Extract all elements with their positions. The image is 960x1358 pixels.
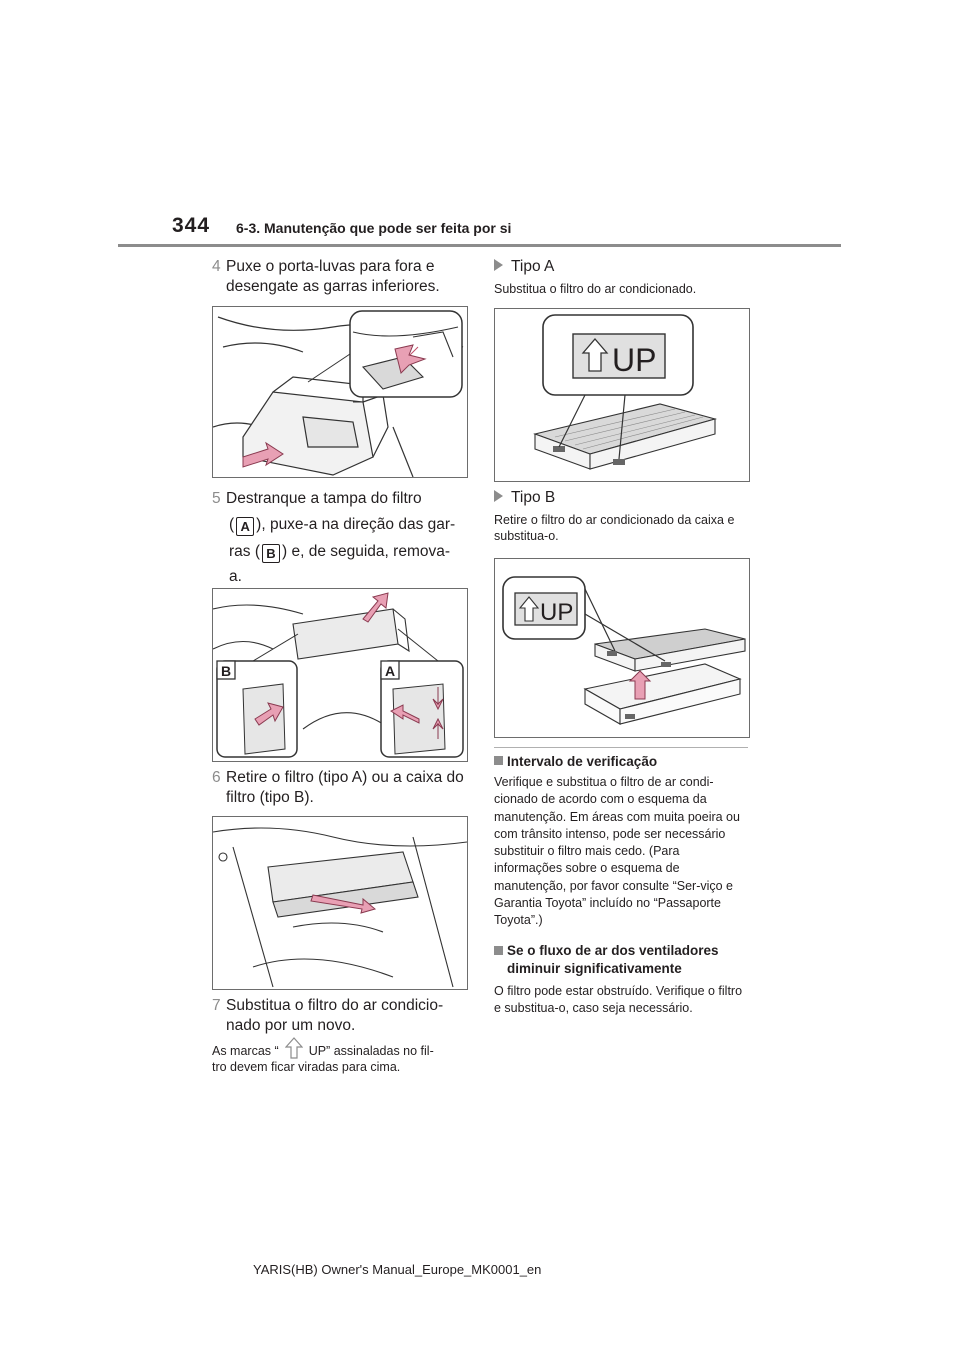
type-b-text: Retire o filtro do ar condicionado da ca… [494, 513, 735, 543]
figure-label-a: A [385, 663, 395, 679]
up-label-b: UP [540, 599, 573, 626]
figure-filter-cover: B A [212, 588, 468, 762]
type-a-heading: Tipo A [494, 257, 554, 277]
triangle-bullet-icon [494, 490, 503, 502]
step-4-text: Puxe o porta-luvas para fora e desengate… [226, 258, 440, 295]
type-a-text: Substitua o filtro do ar condicionado. [494, 282, 697, 296]
header-divider [118, 244, 841, 247]
step-6: 6 Retire o filtro (tipo A) ou a caixa do … [212, 768, 474, 808]
up-mark-note-end: UP” assinaladas no fil- [308, 1044, 434, 1058]
up-mark-note-start: As marcas “ [212, 1044, 279, 1058]
step-6-text: Retire o filtro (tipo A) ou a caixa do f… [226, 769, 464, 806]
check-interval-title: Intervalo de verificação [507, 754, 658, 769]
step-7-text: Substitua o filtro do ar condicio-nado p… [226, 997, 444, 1034]
figure-type-a-filter: UP [494, 308, 750, 482]
step-7: 7 Substitua o filtro do ar condicio-nado … [212, 996, 474, 1036]
square-bullet-icon [494, 946, 503, 955]
check-interval-heading: Intervalo de verificação [494, 753, 754, 771]
figure-type-b-filter: UP [494, 558, 750, 738]
figure-glovebox-removal [212, 306, 468, 478]
airflow-title: Se o fluxo de ar dos ventiladores diminu… [507, 943, 719, 976]
type-a-title: Tipo A [511, 258, 555, 275]
type-b-title: Tipo B [511, 489, 556, 506]
figure-label-b: B [221, 663, 231, 679]
step-5-number: 5 [212, 490, 221, 507]
step-5: 5 Destranque a tampa do filtro (A), puxe-… [212, 489, 474, 587]
page-number: 344 [172, 214, 211, 237]
figure-filter-removal [212, 816, 468, 990]
section-divider [494, 747, 748, 748]
step-4-number: 4 [212, 258, 221, 275]
type-b-heading: Tipo B [494, 488, 555, 508]
up-mark-note: As marcas “ UP” assinaladas no fil- tro d… [212, 1037, 474, 1075]
step-5-line-1: Destranque a tampa do filtro [226, 490, 422, 507]
section-title: 6-3. Manutenção que pode ser feita por s… [236, 220, 512, 236]
footer-manual-id: YARIS(HB) Owner's Manual_Europe_MK0001_e… [253, 1262, 542, 1277]
label-b-badge: B [262, 544, 280, 563]
step-7-number: 7 [212, 997, 221, 1014]
up-mark-note-line-2: tro devem ficar viradas para cima. [212, 1060, 401, 1074]
airflow-text: O filtro pode estar obstruído. Verifique… [494, 984, 743, 1016]
square-bullet-icon [494, 756, 503, 765]
up-label-a: UP [612, 342, 656, 378]
step-5-line-4: a. [229, 568, 242, 585]
triangle-bullet-icon [494, 259, 503, 271]
up-arrow-icon [284, 1037, 303, 1059]
airflow-heading: Se o fluxo de ar dos ventiladores diminu… [494, 942, 754, 978]
step-5-line-2-start: ( [229, 516, 235, 533]
check-interval-text: Verifique e substitua o filtro de ar con… [494, 775, 740, 928]
step-5-line-2-end: ), puxe-a na direção das gar- [256, 516, 456, 533]
step-5-line-3-start: ras ( [229, 543, 260, 560]
step-4: 4 Puxe o porta-luvas para fora e desengat… [212, 257, 474, 297]
step-5-line-3-end: ) e, de seguida, remova- [282, 543, 451, 560]
label-a-badge: A [236, 517, 255, 536]
step-6-number: 6 [212, 769, 221, 786]
